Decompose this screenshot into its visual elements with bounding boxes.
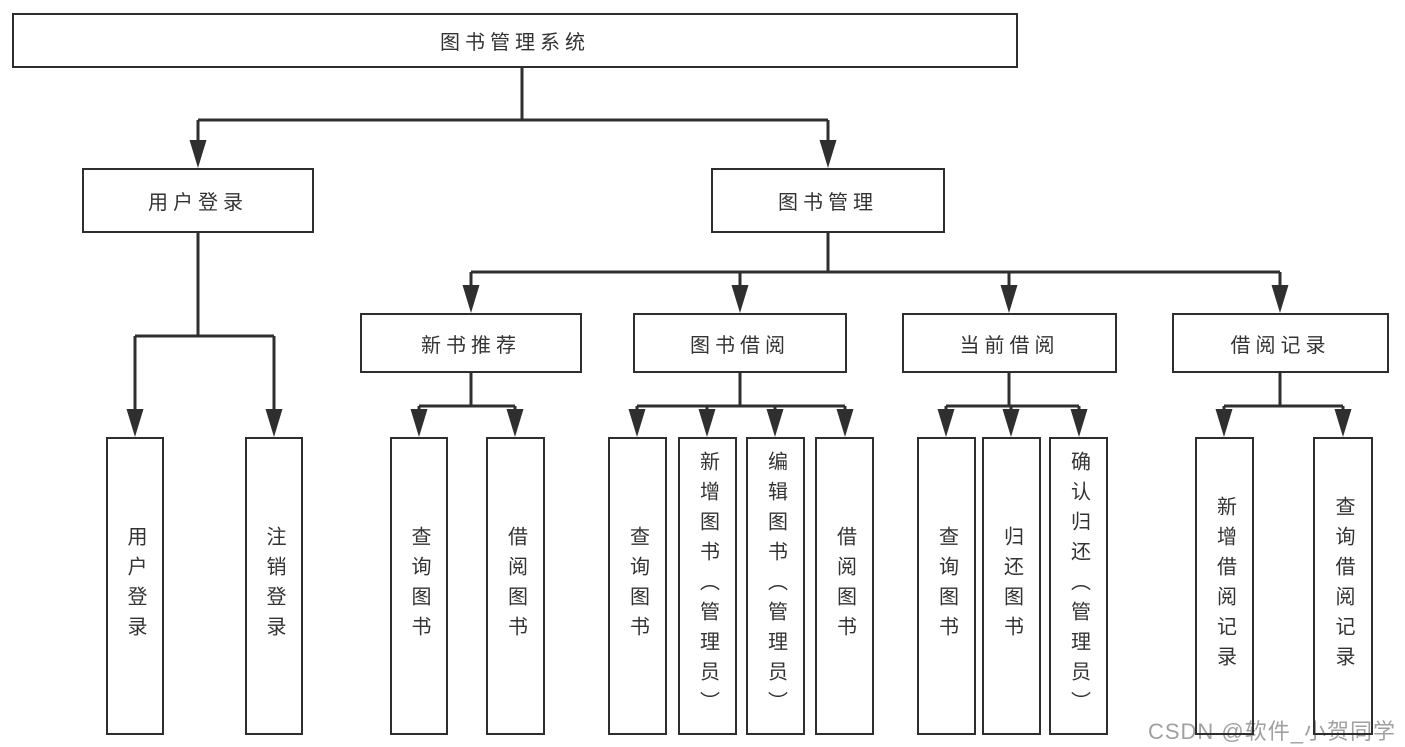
- leaf-return-books-label: 归还图书: [1000, 526, 1023, 646]
- edge-root-to-level2: [196, 68, 830, 146]
- leaf-query-books-current-label: 查询图书: [935, 526, 958, 646]
- arrow-down-icon: [1271, 285, 1289, 313]
- node-root: 图书管理系统: [12, 13, 1018, 68]
- edge-user-login-children: [133, 233, 276, 415]
- edge-book-management-children: [469, 233, 1282, 291]
- leaf-edit-book-admin-label: 编辑图书（管理员）: [764, 451, 787, 721]
- leaf-query-books-recommend: 查询图书: [390, 437, 448, 735]
- arrow-down-icon: [1070, 409, 1088, 437]
- arrow-down-icon: [628, 409, 646, 437]
- edge-lines: [133, 68, 1345, 415]
- node-borrow-records-label: 借阅记录: [1230, 334, 1331, 357]
- edge-borrow-records-children: [1222, 373, 1345, 415]
- node-book-management: 图书管理: [711, 168, 945, 233]
- node-book-borrow-label: 图书借阅: [690, 334, 790, 357]
- arrow-down-icon: [836, 409, 854, 437]
- leaf-query-books-current: 查询图书: [917, 437, 976, 735]
- leaf-confirm-return-admin: 确认归还（管理员）: [1049, 437, 1108, 735]
- edge-new-book-children: [417, 373, 517, 415]
- arrow-down-icon: [126, 409, 144, 437]
- arrow-down-icon: [189, 140, 207, 168]
- arrow-down-icon: [937, 409, 955, 437]
- arrow-down-icon: [1000, 285, 1018, 313]
- node-user-login: 用户登录: [82, 168, 314, 233]
- arrow-down-icon: [1002, 409, 1020, 437]
- arrow-down-icon: [766, 409, 784, 437]
- arrow-down-icon: [265, 409, 283, 437]
- leaf-add-book-admin: 新增图书（管理员）: [678, 437, 737, 735]
- leaf-user-login: 用户登录: [106, 437, 164, 735]
- leaf-logout-label: 注销登录: [263, 526, 285, 646]
- node-user-login-label: 用户登录: [148, 192, 248, 214]
- edge-book-borrow-children: [635, 373, 847, 415]
- arrow-down-icon: [462, 285, 480, 313]
- arrowheads: [126, 140, 1352, 437]
- arrow-down-icon: [698, 409, 716, 437]
- node-new-book-recommend: 新书推荐: [360, 313, 582, 373]
- node-current-borrow: 当前借阅: [902, 313, 1117, 373]
- leaf-borrow-books: 借阅图书: [815, 437, 874, 735]
- arrow-down-icon: [731, 285, 749, 313]
- node-new-book-recommend-label: 新书推荐: [421, 334, 521, 357]
- leaf-query-books-recommend-label: 查询图书: [408, 526, 430, 646]
- leaf-logout: 注销登录: [245, 437, 303, 735]
- edge-current-borrow-children: [944, 373, 1081, 415]
- arrow-down-icon: [819, 140, 837, 168]
- leaf-add-borrow-record: 新增借阅记录: [1195, 437, 1254, 735]
- leaf-borrow-books-recommend: 借阅图书: [486, 437, 545, 735]
- watermark: CSDN @软件_小贺同学: [1147, 719, 1396, 744]
- node-current-borrow-label: 当前借阅: [959, 334, 1060, 357]
- leaf-edit-book-admin: 编辑图书（管理员）: [746, 437, 805, 735]
- arrow-down-icon: [1215, 409, 1233, 437]
- leaf-query-borrow-record: 查询借阅记录: [1313, 437, 1373, 735]
- leaf-query-books-borrow: 查询图书: [608, 437, 667, 735]
- leaf-borrow-books-label: 借阅图书: [833, 526, 856, 646]
- leaf-query-borrow-record-label: 查询借阅记录: [1332, 496, 1354, 676]
- leaf-add-book-admin-label: 新增图书（管理员）: [696, 451, 719, 721]
- leaf-return-books: 归还图书: [982, 437, 1041, 735]
- leaf-add-borrow-record-label: 新增借阅记录: [1213, 496, 1236, 676]
- leaf-borrow-books-recommend-label: 借阅图书: [504, 526, 527, 646]
- leaf-user-login-label: 用户登录: [124, 526, 146, 646]
- node-root-label: 图书管理系统: [440, 32, 590, 54]
- arrow-down-icon: [1334, 409, 1352, 437]
- arrow-down-icon: [506, 409, 524, 437]
- leaf-confirm-return-admin-label: 确认归还（管理员）: [1067, 451, 1090, 721]
- arrow-down-icon: [410, 409, 428, 437]
- node-borrow-records: 借阅记录: [1172, 313, 1389, 373]
- leaf-query-books-borrow-label: 查询图书: [626, 526, 649, 646]
- node-book-management-label: 图书管理: [778, 192, 878, 214]
- node-book-borrow: 图书借阅: [633, 313, 847, 373]
